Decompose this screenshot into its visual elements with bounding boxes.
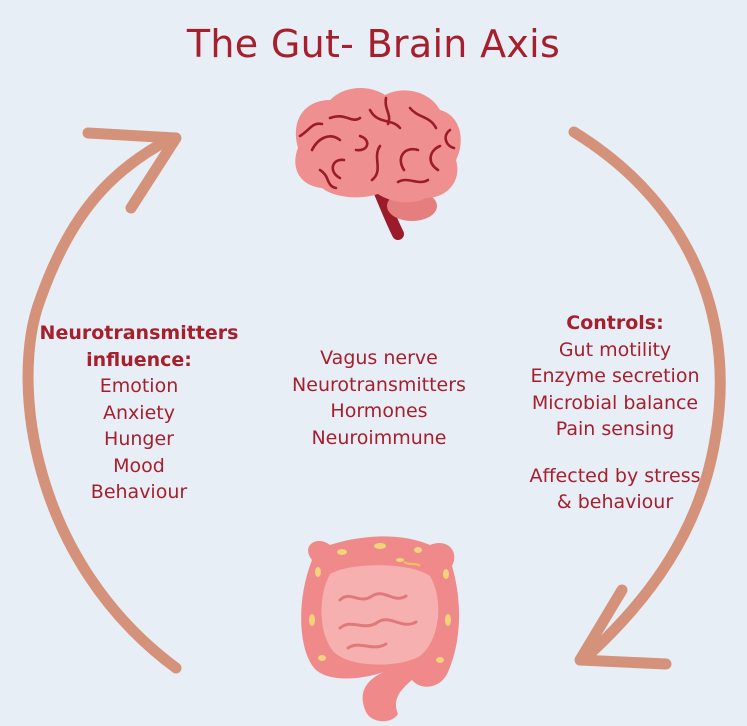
diagram-title: The Gut- Brain Axis (186, 22, 561, 66)
right-note-line2: & behaviour (556, 491, 674, 513)
spacer (500, 443, 730, 463)
left-item: Hunger (104, 428, 174, 450)
left-heading-line2: influence: (86, 348, 192, 371)
left-item: Behaviour (90, 481, 188, 503)
center-item: Hormones (330, 400, 428, 422)
left-text-block: Neurotransmitters influence: Emotion Anx… (28, 320, 250, 506)
right-item: Enzyme secretion (530, 365, 700, 387)
curved-arrow-up-icon (22, 127, 182, 674)
right-heading: Controls: (566, 312, 664, 334)
curved-arrow-down-icon (568, 126, 726, 670)
right-item: Gut motility (558, 338, 672, 361)
center-text-block: Vagus nerve Neurotransmitters Hormones N… (262, 345, 496, 451)
left-item: Anxiety (103, 401, 175, 424)
right-note-line1: Affected by stress (529, 464, 701, 487)
left-heading-line1: Neurotransmitters (39, 322, 239, 344)
center-item: Neuroimmune (311, 426, 447, 449)
right-item: Microbial balance (531, 391, 699, 414)
center-item: Neurotransmitters (292, 373, 466, 396)
center-item: Vagus nerve (320, 347, 438, 369)
right-text-block: Controls: Gut motility Enzyme secretion … (500, 310, 730, 516)
right-item: Pain sensing (555, 418, 675, 440)
left-item: Emotion (99, 375, 179, 397)
brain-icon (295, 88, 461, 240)
left-item: Mood (113, 454, 165, 477)
intestine-icon (301, 536, 460, 722)
